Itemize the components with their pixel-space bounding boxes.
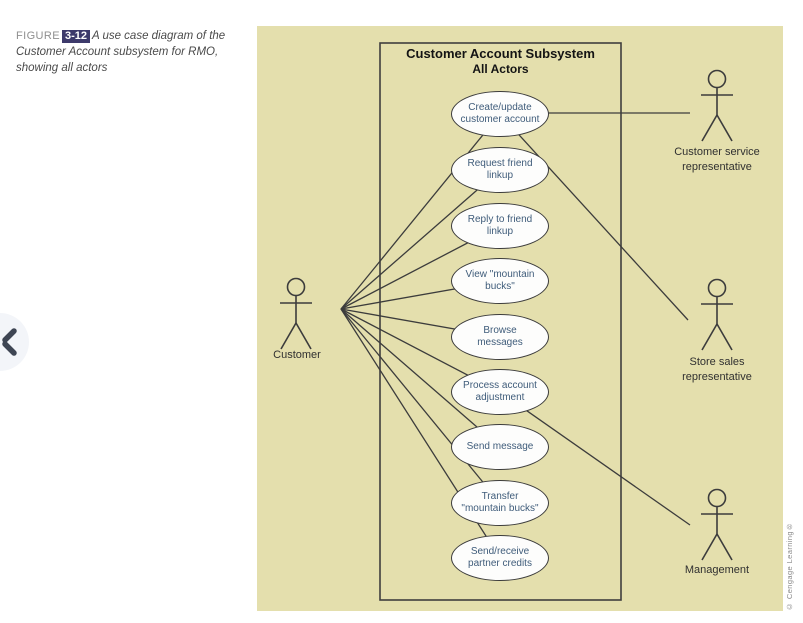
actor-label-management: Management <box>684 564 750 576</box>
actor-label-customer: Customer <box>273 349 321 361</box>
figure-label: FIGURE <box>16 30 60 42</box>
actor-customer-service-rep <box>700 69 734 142</box>
actor-management <box>700 488 734 561</box>
actor-customer <box>279 277 313 350</box>
sidebar-collapse-button[interactable] <box>0 313 29 371</box>
actor-label-customer-service-rep: Customer service representative <box>674 146 760 173</box>
system-title: Customer Account Subsystem All Actors <box>380 46 621 76</box>
figure-caption-text: A use case diagram of the Customer Accou… <box>16 30 226 75</box>
figure-number-badge: 3-12 <box>61 30 90 43</box>
system-title-line: Customer Account Subsystem <box>406 46 595 61</box>
use-case-send-message: Send message <box>451 424 549 470</box>
actor-label-store-sales-rep: Store sales representative <box>682 356 752 383</box>
copyright-credit: © Cengage Learning® <box>785 521 794 611</box>
system-boundary <box>379 42 622 601</box>
use-case-transfer-mountain-bucks: Transfer"mountain bucks" <box>451 480 549 526</box>
system-subtitle-line: All Actors <box>472 62 529 76</box>
actor-store-sales-rep <box>700 278 734 351</box>
chevron-left-icon <box>2 328 17 356</box>
diagram-panel: Customer Account Subsystem All Actors Cr… <box>257 26 783 611</box>
